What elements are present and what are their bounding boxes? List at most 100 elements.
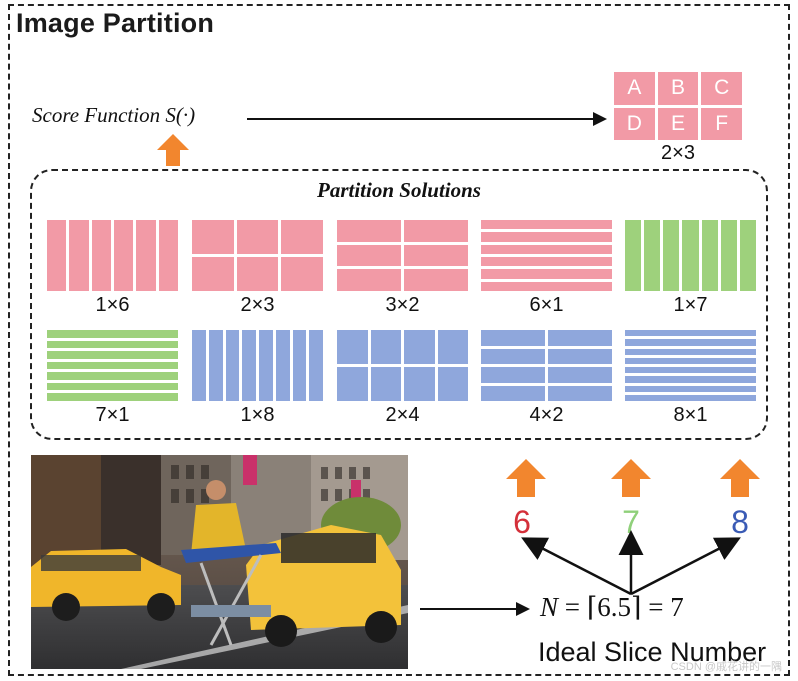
grid-cell-a: A [614, 72, 655, 105]
partition-cell [192, 220, 234, 254]
partition-cell [337, 367, 368, 401]
partition-cell [548, 348, 612, 364]
partition-cell [481, 385, 545, 401]
partition-cell [625, 339, 756, 346]
partition-cell [370, 367, 401, 401]
partition-cell [548, 385, 612, 401]
partition-cell [47, 361, 178, 370]
partition-cell [47, 393, 178, 401]
partition-cell [625, 220, 642, 291]
outer-frame [8, 4, 790, 676]
partition-cell [281, 257, 323, 291]
partition-cell [309, 330, 323, 401]
partition-tile-1x6 [47, 220, 178, 291]
partition-label: 3×2 [385, 294, 420, 316]
partition-cell [701, 220, 718, 291]
score-to-selection-arrow [247, 112, 607, 126]
partition-tile-2x4 [337, 330, 468, 401]
partition-tile-6x1 [481, 220, 612, 291]
partition-cell [404, 220, 468, 242]
partition-cell [644, 220, 661, 291]
partition-cell [481, 367, 545, 383]
partition-cell [47, 372, 178, 380]
partition-cell [625, 385, 756, 392]
formula-n-symbol: N [540, 592, 559, 622]
partition-cell [481, 256, 612, 267]
grid-cell-e: E [657, 107, 699, 140]
partition-cell [720, 220, 737, 291]
partition-label: 8×1 [673, 404, 708, 426]
partition-cell [47, 351, 178, 359]
partition-cell [69, 220, 89, 291]
partition-label: 4×2 [529, 404, 564, 426]
partition-cell [236, 257, 279, 291]
orange-up-arrow-score [157, 134, 189, 166]
partition-tile-2x3 [192, 220, 323, 291]
partition-cell [663, 220, 680, 291]
partition-cell [625, 376, 756, 383]
selected-partition-grid: A B C D E F [614, 72, 742, 140]
partition-cell [481, 220, 612, 230]
partition-label: 7×1 [95, 404, 130, 426]
partition-label: 2×3 [240, 294, 275, 316]
partition-cell [337, 220, 401, 242]
partition-cell [91, 220, 111, 291]
slice-number-6: 6 [513, 504, 531, 540]
grid-cell-f: F [701, 107, 742, 140]
grid-cell-b: B [657, 72, 699, 105]
partition-cell [481, 330, 545, 346]
partition-cell [47, 382, 178, 391]
partition-cell [225, 330, 240, 401]
partition-cell [192, 257, 234, 291]
partition-cell [275, 330, 290, 401]
watermark: CSDN @戚花讲的一隅 [670, 661, 782, 673]
selected-partition-caption: 2×3 [661, 142, 695, 164]
score-function-label: Score Function S(·) [32, 103, 196, 127]
partition-tile-3x2 [337, 220, 468, 291]
partition-cell [404, 330, 435, 364]
partition-cell [481, 232, 612, 242]
partition-solutions-box [30, 169, 768, 440]
partition-cell [208, 330, 223, 401]
partition-cell [481, 244, 612, 254]
partition-cell [47, 220, 67, 291]
branch-arrows [521, 530, 741, 596]
partition-cell [625, 394, 756, 401]
partition-solutions-title: Partition Solutions [317, 178, 481, 202]
partition-cell [625, 330, 756, 337]
slice-formula: N = ⌈6.5⌉ = 7 [540, 592, 684, 623]
orange-up-arrow-8 [720, 459, 760, 497]
formula-expression: = ⌈6.5⌉ = 7 [558, 592, 684, 622]
partition-cell [625, 367, 756, 374]
photo-to-formula-arrow [420, 602, 530, 616]
partition-cell [739, 220, 756, 291]
partition-cell [158, 220, 178, 291]
partition-cell [370, 330, 401, 364]
grid-cell-d: D [614, 107, 655, 140]
partition-cell [192, 330, 206, 401]
ideal-slice-number-label: Ideal Slice Number [538, 637, 767, 667]
partition-cell [47, 330, 178, 338]
partition-cell [548, 330, 612, 346]
partition-cell [548, 367, 612, 383]
partition-cell [404, 367, 435, 401]
partition-cell [682, 220, 699, 291]
partition-cell [481, 269, 612, 279]
partition-cell [481, 281, 612, 291]
partition-cell [337, 244, 401, 267]
partition-cell [292, 330, 307, 401]
partition-tile-8x1 [625, 330, 756, 401]
partition-tile-1x8 [192, 330, 323, 401]
section-title: Image Partition [16, 8, 215, 38]
partition-cell [437, 330, 468, 364]
partition-cell [47, 340, 178, 349]
partition-cell [437, 367, 468, 401]
orange-up-arrow-7 [611, 459, 651, 497]
partition-cell [337, 269, 401, 291]
partition-cell [404, 269, 468, 291]
partition-cell [404, 244, 468, 267]
partition-cell [337, 330, 368, 364]
partition-label: 2×4 [385, 404, 420, 426]
partition-label: 1×7 [673, 294, 708, 316]
partition-tile-4x2 [481, 330, 612, 401]
